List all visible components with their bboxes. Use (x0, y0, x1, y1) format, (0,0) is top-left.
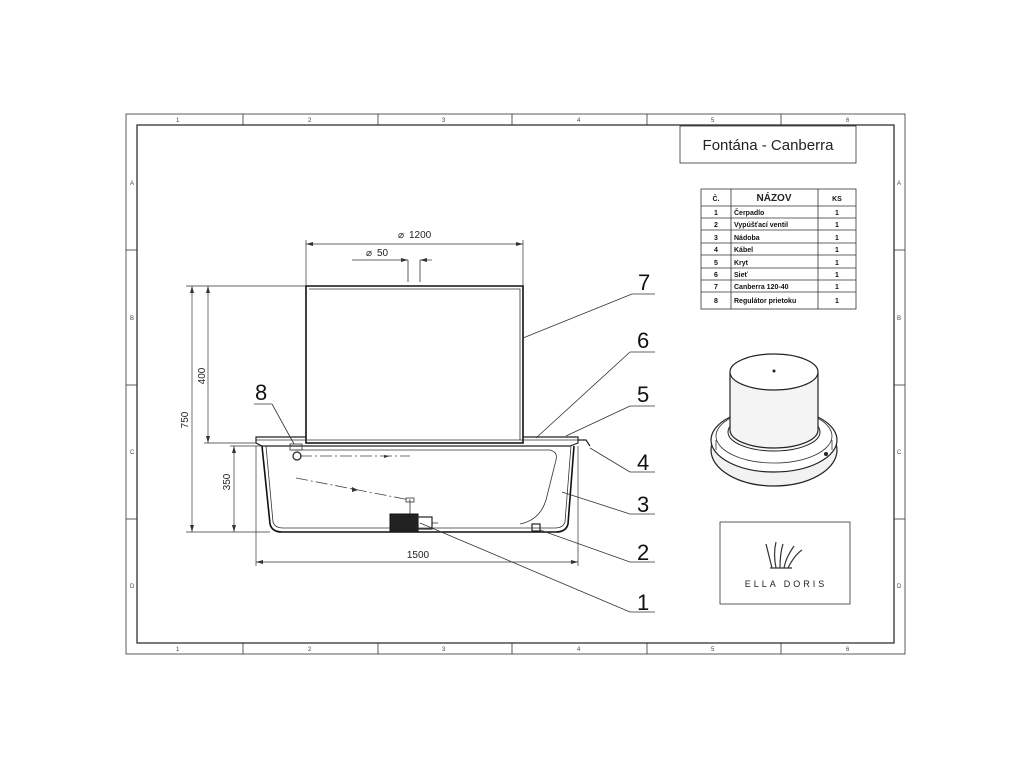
dim-height-basin: 350 (222, 473, 233, 490)
table-cell-no: 2 (714, 222, 718, 229)
table-header-qty: KS (832, 196, 842, 203)
row-label-right-C: C (897, 450, 902, 456)
callout-2: 2 (637, 540, 649, 565)
callout-5: 5 (637, 382, 649, 407)
row-label-right-B: B (897, 316, 901, 322)
col-label-bottom-2: 2 (308, 647, 312, 653)
row-label-left-C: C (130, 450, 135, 456)
row-ticks (126, 249, 905, 520)
col-label-bottom-3: 3 (442, 647, 446, 653)
table-cell-name: Kábel (734, 247, 753, 254)
row-label-right-A: A (897, 181, 901, 187)
col-label-bottom-5: 5 (711, 647, 715, 653)
row-label-left-B: B (130, 316, 134, 322)
callout-4: 4 (637, 450, 649, 475)
column-ticks (242, 114, 782, 654)
dim-diameter-top: 1200 (409, 230, 432, 241)
table-cell-name: Nádoba (734, 235, 760, 242)
table-cell-name: Vypúšťací ventil (734, 222, 788, 229)
flow-regulator (292, 451, 302, 461)
table-cell-qty: 1 (835, 298, 839, 305)
ella-doris-logo-mark (765, 541, 803, 569)
table-cell-name: Kryt (734, 260, 749, 267)
table-cell-no: 8 (714, 298, 718, 305)
table-cell-qty: 1 (835, 210, 839, 217)
pump (389, 513, 419, 533)
table-cell-name: Čerpadlo (734, 208, 764, 217)
table-cell-no: 5 (714, 260, 718, 267)
logo-text: ELLA DORIS (745, 579, 828, 589)
logo-box: ELLA DORIS (719, 521, 851, 605)
parts-table: Č. NÁZOV KS 1 Čerpadlo 1 2 Vypúšťací ven… (700, 188, 857, 310)
section-view (255, 260, 591, 533)
col-label-bottom-4: 4 (577, 647, 581, 653)
col-label-top-3: 3 (442, 118, 446, 124)
cover-rim (255, 436, 579, 447)
isometric-view (710, 353, 838, 487)
drawing-title: Fontána - Canberra (703, 137, 835, 154)
table-cell-name: Regulátor prietoku (734, 298, 796, 305)
table-cell-qty: 1 (835, 247, 839, 254)
col-label-bottom-6: 6 (846, 647, 850, 653)
column-labels: 1 2 3 4 5 6 1 2 3 4 5 6 (176, 118, 850, 653)
row-label-left-A: A (130, 181, 134, 187)
table-header-name: NÁZOV (757, 191, 792, 204)
table-cell-no: 4 (714, 247, 718, 254)
table-cell-qty: 1 (835, 222, 839, 229)
dim-height-total: 750 (180, 411, 191, 428)
callout-1: 1 (637, 590, 649, 615)
callout-8: 8 (255, 380, 267, 405)
col-label-bottom-1: 1 (176, 647, 180, 653)
col-label-top-4: 4 (577, 118, 581, 124)
dimension-lines: ⌀ 1200 ⌀ 50 750 400 350 1500 (180, 230, 579, 566)
table-cell-no: 1 (714, 210, 718, 217)
cable (578, 439, 591, 447)
row-label-right-D: D (897, 584, 902, 590)
canberra-body (305, 285, 524, 444)
title-box (679, 125, 857, 164)
dim-diameter-symbol: ⌀ (398, 230, 404, 241)
inner-frame (136, 124, 895, 644)
table-cell-qty: 1 (835, 260, 839, 267)
col-label-top-5: 5 (711, 118, 715, 124)
callout-7: 7 (638, 270, 650, 295)
table-cell-no: 7 (714, 284, 718, 291)
col-label-top-1: 1 (176, 118, 180, 124)
outer-frame (125, 113, 906, 655)
table-cell-name: Canberra 120-40 (734, 284, 789, 291)
table-cell-no: 3 (714, 235, 718, 242)
col-label-top-2: 2 (308, 118, 312, 124)
drain-valve (531, 523, 541, 532)
table-header-no: Č. (713, 194, 720, 203)
dim-height-top: 400 (197, 367, 208, 384)
dim-width-basin: 1500 (407, 550, 430, 561)
dim-diameter-nozzle: 50 (377, 248, 389, 259)
table-cell-qty: 1 (835, 284, 839, 291)
col-label-top-6: 6 (846, 118, 850, 124)
callouts: 7 6 5 4 3 2 1 8 (254, 270, 655, 615)
table-cell-no: 6 (714, 272, 718, 279)
table-cell-name: Sieť (734, 272, 749, 279)
dim-nozzle-symbol: ⌀ (366, 248, 372, 259)
table-cell-qty: 1 (835, 235, 839, 242)
callout-6: 6 (637, 328, 649, 353)
callout-3: 3 (637, 492, 649, 517)
table-cell-qty: 1 (835, 272, 839, 279)
row-label-left-D: D (130, 584, 135, 590)
row-labels: A B C D A B C D (130, 181, 902, 590)
basin (261, 445, 575, 533)
